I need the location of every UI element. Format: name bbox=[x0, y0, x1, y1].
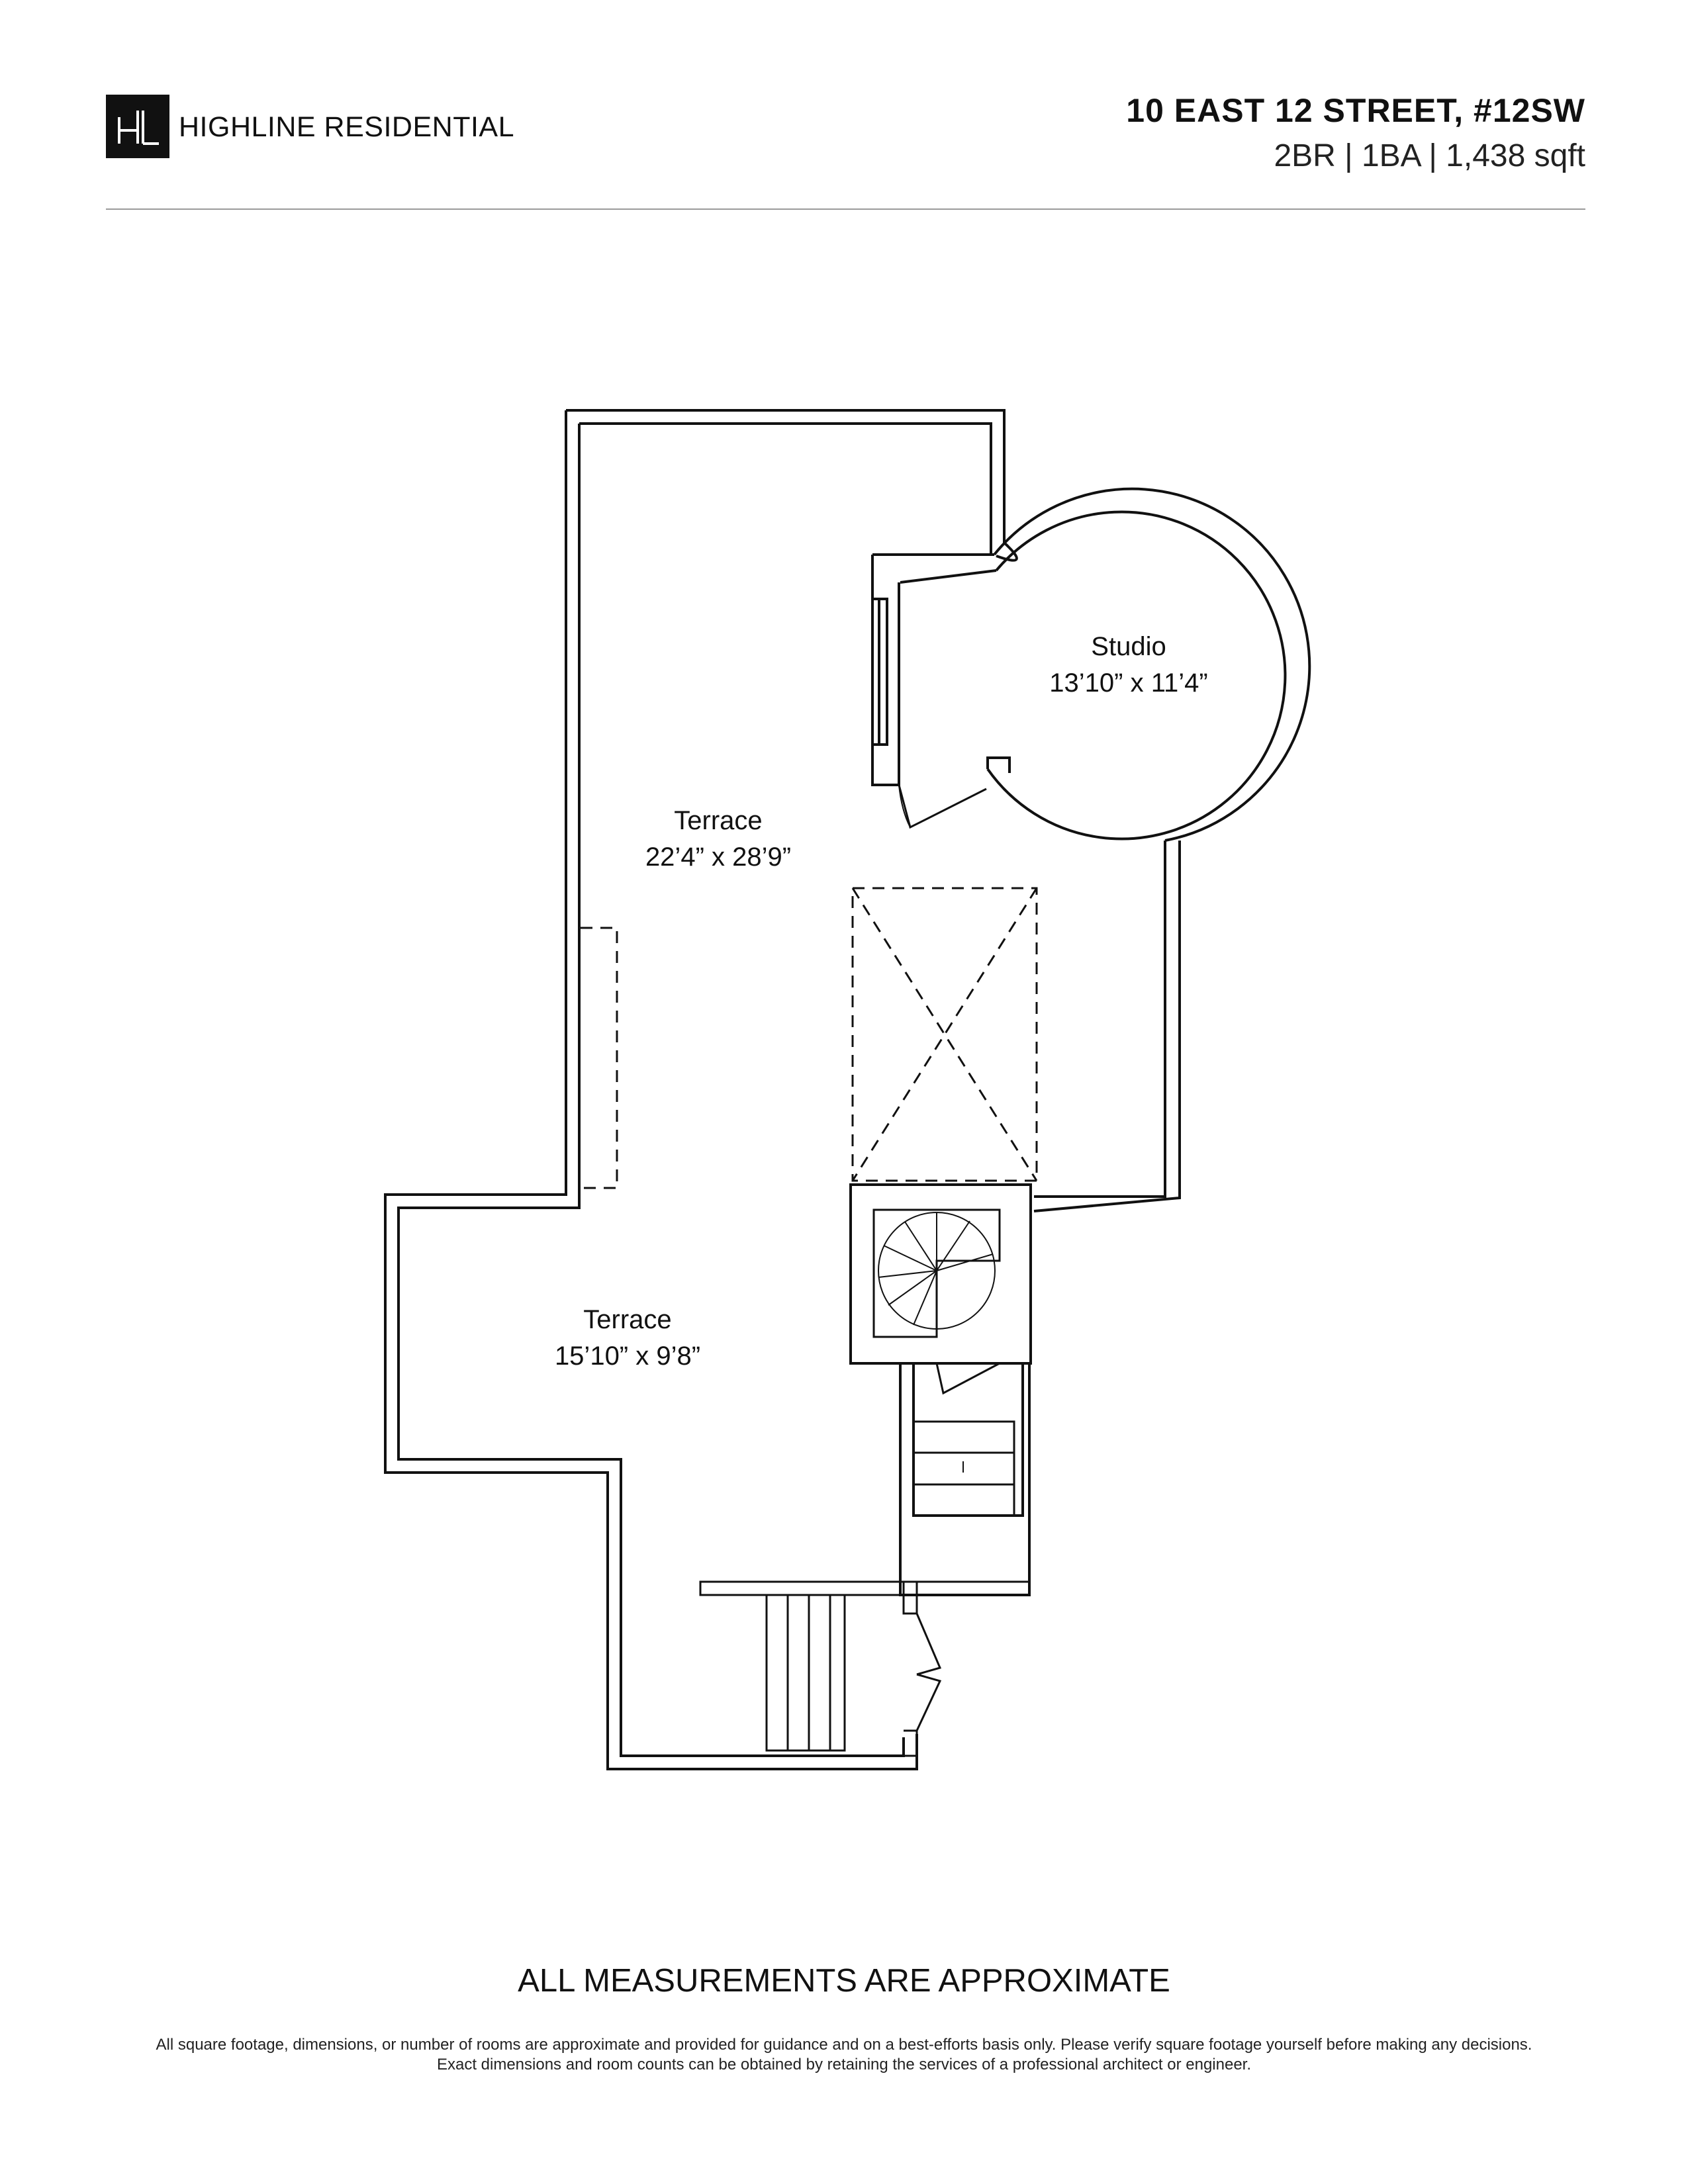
studio-window bbox=[872, 598, 888, 746]
stair-lower bbox=[765, 1594, 846, 1752]
header-divider bbox=[106, 208, 1585, 210]
spiral-stair-treads bbox=[878, 1212, 996, 1330]
spiral-stair-enclosure bbox=[849, 1183, 1032, 1365]
measurements-notice: ALL MEASUREMENTS ARE APPROXIMATE bbox=[518, 1963, 1170, 1999]
lower-door-leaves bbox=[915, 1613, 942, 1731]
inner-wall-main bbox=[579, 422, 992, 555]
studio-inner-wall bbox=[986, 510, 1287, 841]
stair-upper-treads bbox=[912, 1420, 1015, 1517]
studio-door-swing bbox=[898, 784, 911, 828]
planter bbox=[581, 927, 618, 1189]
studio-door bbox=[898, 784, 987, 829]
corridor-wall bbox=[699, 1580, 1031, 1596]
inner-wall-left bbox=[397, 424, 905, 1757]
listing-address: 10 EAST 12 STREET, #12SW bbox=[1126, 92, 1585, 129]
legal-disclaimer: All square footage, dimensions, or numbe… bbox=[156, 2036, 1532, 2073]
hl-logo-icon bbox=[118, 111, 159, 145]
outer-wall-main bbox=[384, 410, 918, 1770]
brand-logo bbox=[106, 95, 169, 158]
room-label-studio: Studio bbox=[1091, 632, 1166, 661]
room-label-terrace-lower: Terrace bbox=[583, 1305, 671, 1334]
listing-specs: 2BR | 1BA | 1,438 sqft bbox=[1274, 138, 1585, 173]
studio-outer-wall bbox=[993, 487, 1311, 842]
lower-door-jambs bbox=[902, 1580, 918, 1757]
skylight bbox=[851, 887, 1038, 1182]
stair-upper-walls bbox=[899, 1363, 1031, 1596]
brand-name: HIGHLINE RESIDENTIAL bbox=[179, 111, 514, 143]
studio-left-wall bbox=[871, 553, 1011, 786]
spiral-door bbox=[935, 1362, 1000, 1395]
room-dims-terrace-upper: 22’4” x 28’9” bbox=[645, 842, 791, 872]
room-dims-terrace-lower: 15’10” x 9’8” bbox=[555, 1342, 700, 1371]
right-wall bbox=[1033, 841, 1181, 1212]
room-label-terrace-upper: Terrace bbox=[674, 806, 762, 835]
room-dims-studio: 13’10” x 11’4” bbox=[1049, 668, 1207, 698]
outer-wall bbox=[566, 409, 1018, 562]
